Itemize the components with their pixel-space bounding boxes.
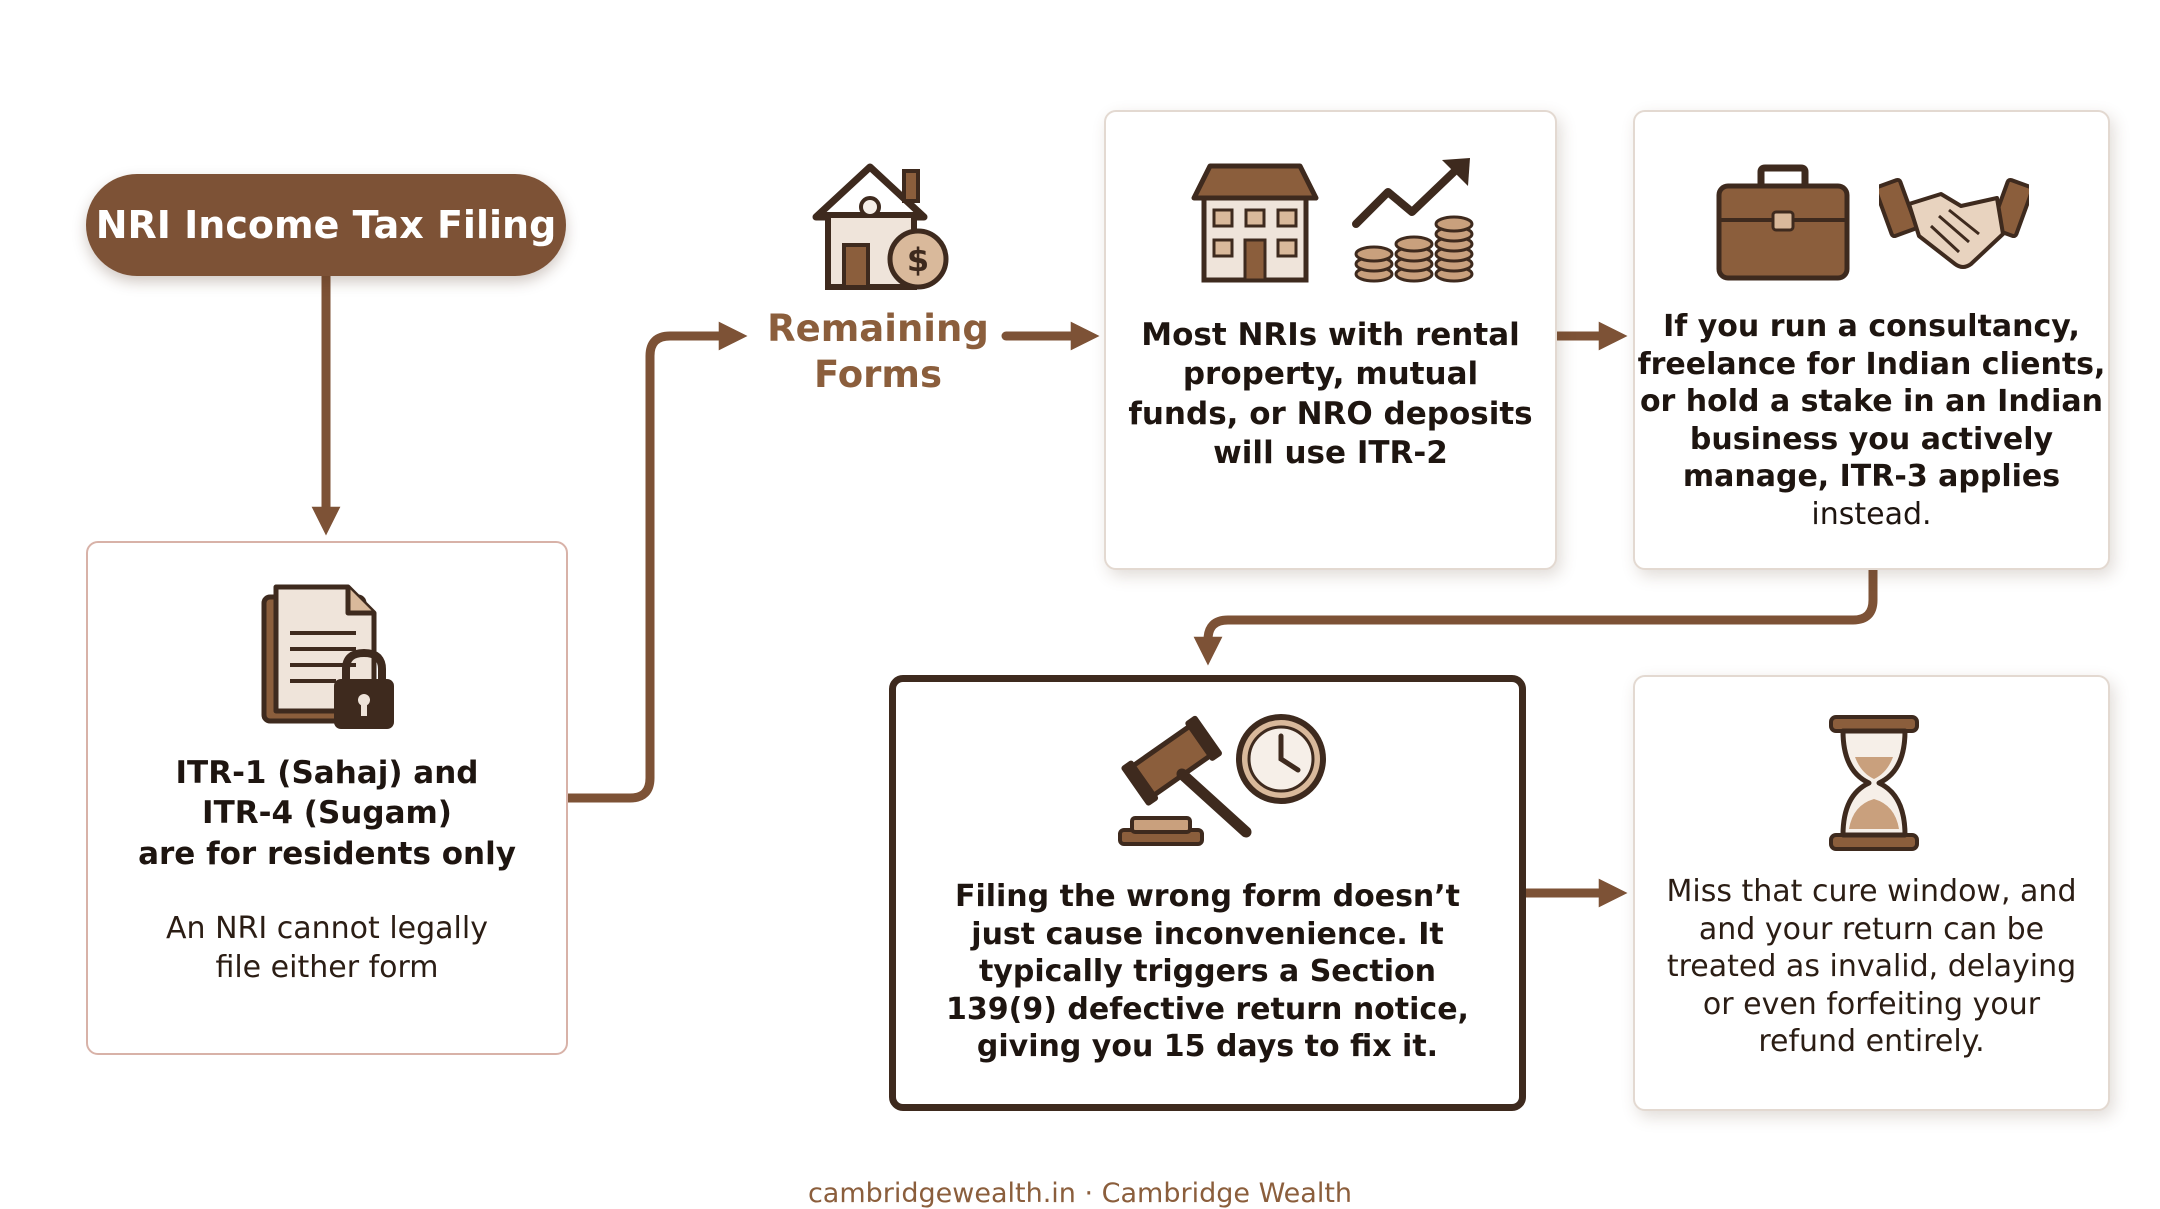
card-cure-window: Miss that cure window, and and your retu… xyxy=(1633,675,2110,1111)
itr3-line: manage, ITR-3 applies xyxy=(1682,459,2061,494)
hourglass-icon xyxy=(1829,715,1919,851)
cure-window-line: refund entirely. xyxy=(1758,1024,1985,1059)
residents-title: ITR-1 (Sahaj) and ITR-4 (Sugam) are for … xyxy=(88,753,566,874)
residents-title-line: ITR-4 (Sugam) xyxy=(202,795,452,832)
residents-title-line: ITR-1 (Sahaj) and xyxy=(175,755,479,791)
card-itr-2: Most NRIs with rental property, mutual f… xyxy=(1104,110,1557,570)
growth-coins-icon xyxy=(1352,158,1474,283)
remaining-label-line-1: Remaining xyxy=(767,307,989,350)
itr3-line: business you actively xyxy=(1689,421,2054,457)
cure-window-text: Miss that cure window, and and your retu… xyxy=(1635,873,2108,1061)
itr3-line: freelance for Indian clients, xyxy=(1637,346,2106,382)
wrong-form-line: 139(9) defective return notice, xyxy=(946,991,1469,1027)
wrong-form-line: typically triggers a Section xyxy=(978,954,1437,989)
arrow-itr3-to-wrong-form xyxy=(1193,565,1878,666)
wrong-form-line: just cause inconvenience. It xyxy=(971,916,1444,952)
itr2-line: Most NRIs with rental xyxy=(1141,317,1520,353)
card-itr-3: If you run a consultancy, freelance for … xyxy=(1633,110,2110,570)
wrong-form-line: Filing the wrong form doesn’t xyxy=(954,879,1461,914)
itr2-line: will use ITR-2 xyxy=(1213,435,1448,472)
residents-title-line: are for residents only xyxy=(138,835,516,872)
residents-body-line: An NRI cannot legally xyxy=(166,911,488,946)
gavel-icon xyxy=(1118,715,1252,846)
cure-window-line: Miss that cure window, and xyxy=(1666,874,2077,909)
briefcase-icon xyxy=(1716,164,1850,281)
itr2-text: Most NRIs with rental property, mutual f… xyxy=(1106,316,1555,473)
itr3-line: or hold a stake in an Indian xyxy=(1639,384,2104,419)
card-wrong-form: Filing the wrong form doesn’t just cause… xyxy=(889,675,1526,1111)
arrow-residents-to-remaining xyxy=(563,321,748,803)
locked-document-icon xyxy=(261,584,394,729)
itr2-line: property, mutual xyxy=(1182,356,1479,393)
remaining-label-line-2: Forms xyxy=(813,353,943,397)
cure-window-line: and your return can be xyxy=(1698,911,2045,947)
wrong-form-text: Filing the wrong form doesn’t just cause… xyxy=(896,878,1519,1066)
remaining-forms-label: Remaining Forms xyxy=(752,306,1004,399)
clock-icon xyxy=(1236,714,1326,804)
cure-window-line: or even forfeiting your xyxy=(1702,986,2041,1022)
itr2-line: funds, or NRO deposits xyxy=(1128,395,1533,432)
house-building-icon xyxy=(1191,163,1319,283)
residents-body: An NRI cannot legally file either form xyxy=(88,909,566,987)
wrong-form-line: giving you 15 days to fix it. xyxy=(976,1029,1439,1064)
cure-window-line: treated as invalid, delaying xyxy=(1666,949,2077,984)
svg-text:$: $ xyxy=(907,241,929,279)
footer-credit: cambridgewealth.in · Cambridge Wealth xyxy=(807,1178,1353,1209)
handshake-icon xyxy=(1879,177,2029,269)
page-title: NRI Income Tax Filing xyxy=(95,203,557,247)
residents-body-line: file either form xyxy=(215,950,439,985)
card-residents-only: ITR-1 (Sahaj) and ITR-4 (Sugam) are for … xyxy=(86,541,568,1055)
title-pill: NRI Income Tax Filing xyxy=(86,174,566,276)
house-dollar-icon: $ xyxy=(812,163,949,290)
itr3-line-plain: instead. xyxy=(1811,496,1932,532)
itr3-line: If you run a consultancy, xyxy=(1663,309,2080,344)
itr3-text: If you run a consultancy, freelance for … xyxy=(1635,308,2108,533)
